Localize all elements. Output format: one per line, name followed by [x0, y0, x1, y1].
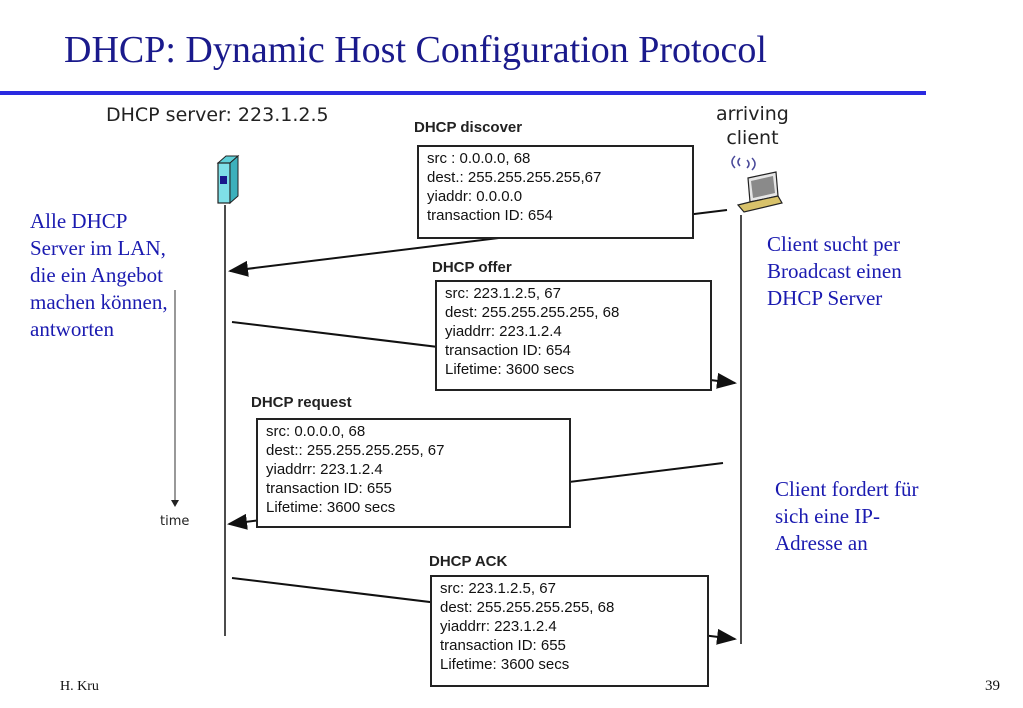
- ack-line: src: 223.1.2.5, 67: [440, 580, 556, 597]
- note-line: Client sucht per: [767, 232, 900, 256]
- page-number: 39: [985, 678, 1000, 694]
- request-line: yiaddrr: 223.1.2.4: [266, 461, 383, 478]
- note-right-top: Client sucht per Broadcast einen DHCP Se…: [767, 231, 902, 312]
- request-title: DHCP request: [251, 394, 352, 411]
- discover-box: src : 0.0.0.0, 68 dest.: 255.255.255.255…: [417, 145, 694, 239]
- offer-line: src: 223.1.2.5, 67: [445, 285, 561, 302]
- server-label: DHCP server: 223.1.2.5: [106, 104, 329, 126]
- note-line: DHCP Server: [767, 286, 883, 310]
- discover-line: transaction ID: 654: [427, 207, 553, 224]
- laptop-wireless-icon: [731, 155, 783, 213]
- note-line: Broadcast einen: [767, 259, 902, 283]
- note-line: Client fordert für: [775, 477, 919, 501]
- ack-title: DHCP ACK: [429, 553, 508, 570]
- discover-title: DHCP discover: [414, 119, 523, 136]
- title-underline: [0, 91, 926, 95]
- offer-title: DHCP offer: [432, 259, 512, 276]
- ack-line: transaction ID: 655: [440, 637, 566, 654]
- client-label: arriving client: [716, 102, 789, 150]
- offer-line: transaction ID: 654: [445, 342, 571, 359]
- discover-line: src : 0.0.0.0, 68: [427, 150, 531, 167]
- request-line: src: 0.0.0.0, 68: [266, 423, 366, 440]
- discover-line: dest.: 255.255.255.255,67: [427, 169, 602, 186]
- offer-line: dest: 255.255.255.255, 68: [445, 304, 620, 321]
- ack-line: Lifetime: 3600 secs: [440, 656, 570, 673]
- offer-line: Lifetime: 3600 secs: [445, 361, 575, 378]
- offer-box: src: 223.1.2.5, 67 dest: 255.255.255.255…: [435, 280, 712, 391]
- note-line: Adresse an: [775, 531, 868, 555]
- request-line: dest:: 255.255.255.255, 67: [266, 442, 445, 459]
- client-label-line: arriving: [716, 103, 789, 125]
- note-line: Alle DHCP: [30, 209, 128, 233]
- note-line: Server im LAN,: [30, 236, 166, 260]
- request-line: Lifetime: 3600 secs: [266, 499, 396, 516]
- request-box: src: 0.0.0.0, 68 dest:: 255.255.255.255,…: [256, 418, 571, 528]
- request-line: transaction ID: 655: [266, 480, 392, 497]
- offer-line: yiaddrr: 223.1.2.4: [445, 323, 562, 340]
- note-right-bottom: Client fordert für sich eine IP- Adresse…: [775, 476, 918, 557]
- note-line: die ein Angebot: [30, 263, 163, 287]
- ack-box: src: 223.1.2.5, 67 dest: 255.255.255.255…: [430, 575, 709, 687]
- note-line: antworten: [30, 317, 114, 341]
- discover-line: yiaddr: 0.0.0.0: [427, 188, 523, 205]
- page-title: DHCP: Dynamic Host Configuration Protoco…: [64, 29, 767, 71]
- footer-author: H. Kru: [60, 679, 99, 694]
- time-label: time: [160, 514, 190, 529]
- client-label-line: client: [726, 127, 779, 149]
- ack-line: dest: 255.255.255.255, 68: [440, 599, 615, 616]
- server-tower-icon: [216, 154, 240, 205]
- ack-line: yiaddrr: 223.1.2.4: [440, 618, 557, 635]
- time-axis-arrowhead: [171, 500, 179, 507]
- note-line: machen können,: [30, 290, 168, 314]
- note-left: Alle DHCP Server im LAN, die ein Angebot…: [30, 208, 168, 343]
- note-line: sich eine IP-: [775, 504, 880, 528]
